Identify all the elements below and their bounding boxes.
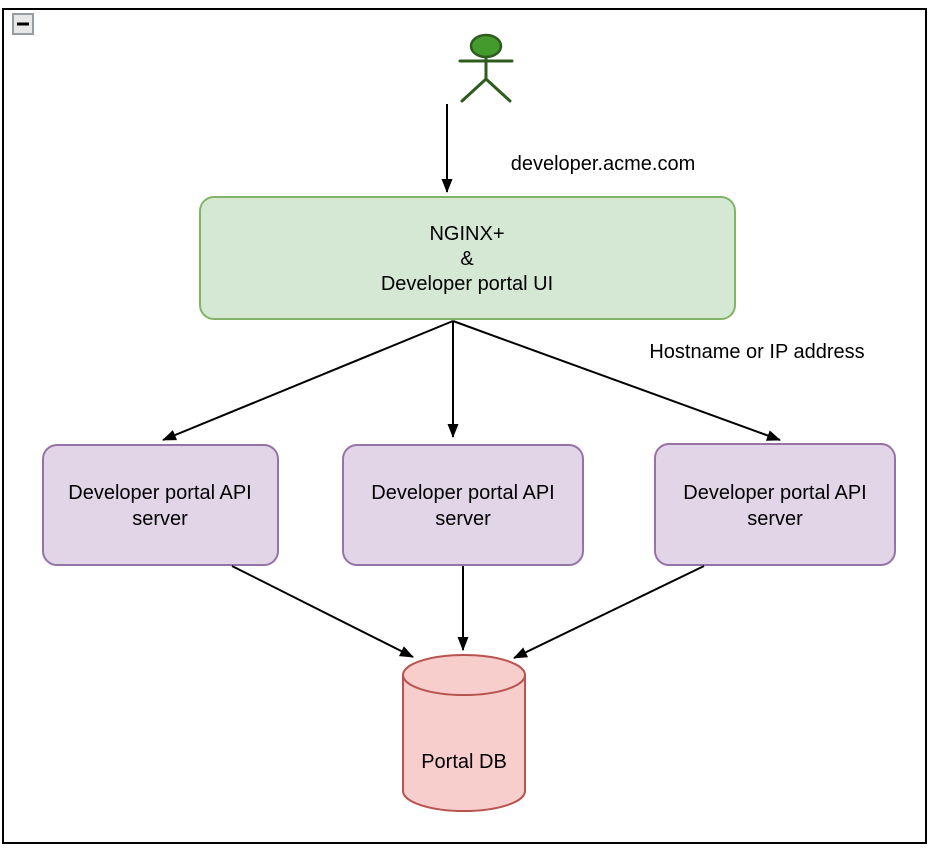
api-server-box-2 — [342, 444, 584, 566]
edge-api-3-to-db — [513, 565, 705, 659]
minus-icon — [17, 22, 29, 26]
edge-label-hostname: Hostname or IP address — [649, 341, 864, 363]
gateway-label-line1: NGINX+ — [429, 223, 504, 245]
actor-head — [469, 33, 503, 59]
edge-gateway-to-api-3 — [452, 320, 781, 441]
database-node: Portal DB — [402, 654, 526, 812]
edge-label-domain: developer.acme.com — [511, 153, 696, 175]
gateway-node-box — [199, 196, 736, 320]
api-server-3-label-line1: Developer portal API — [683, 482, 866, 504]
api-server-2-label-line2: server — [435, 508, 491, 530]
api-server-box-3 — [654, 443, 896, 566]
api-server-1-label-line2: server — [132, 508, 188, 530]
page-border — [2, 8, 927, 844]
gateway-label-line2: & — [460, 248, 474, 270]
user-actor-icon — [458, 33, 514, 103]
api-server-node-1: Developer portal API server — [42, 444, 279, 566]
api-server-1-label-line1: Developer portal API — [68, 482, 251, 504]
api-server-3-label-line2: server — [747, 508, 803, 530]
actor-leg-left — [460, 77, 488, 103]
gateway-label-line3: Developer portal UI — [381, 273, 553, 295]
gateway-node: NGINX+ & Developer portal UI — [199, 196, 736, 320]
edge-api-1-to-db — [231, 565, 414, 658]
database-cylinder-body — [402, 675, 526, 812]
database-cylinder-top — [402, 654, 526, 696]
api-server-2-label-line1: Developer portal API — [371, 482, 554, 504]
database-label: Portal DB — [421, 751, 507, 773]
collapse-button[interactable] — [12, 13, 34, 35]
edge-gateway-to-api-1 — [162, 320, 454, 441]
api-server-node-3: Developer portal API server — [654, 443, 896, 566]
actor-leg-right — [484, 77, 512, 103]
api-server-box-1 — [42, 444, 279, 566]
api-server-node-2: Developer portal API server — [342, 444, 584, 566]
